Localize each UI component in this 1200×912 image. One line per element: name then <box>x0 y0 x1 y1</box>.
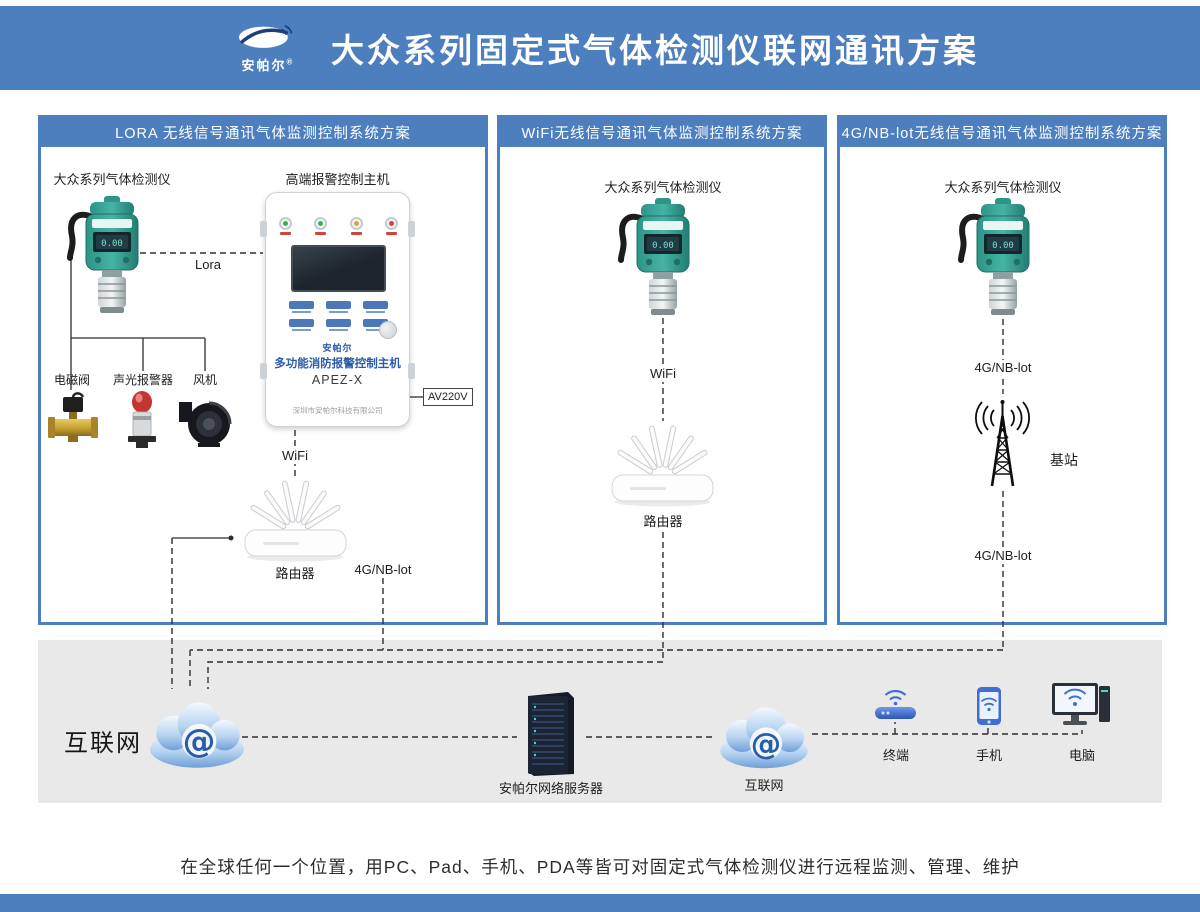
host-buttons <box>289 301 388 331</box>
panel-4g: 4G/NB-lot无线信号通讯气体监测控制系统方案 <box>837 115 1167 625</box>
wifi-label-lora: WiFi <box>272 448 318 465</box>
alarm-control-host: 安帕尔 多功能消防报警控制主机 APEZ-X 深圳市安帕尔科技有限公司 <box>260 192 415 427</box>
host-speaker <box>379 321 397 339</box>
lora-link-label: Lora <box>194 257 222 272</box>
internet-cloud-icon-right <box>714 696 814 772</box>
header-banner: 安帕尔® 大众系列固定式气体检测仪联网通讯方案 <box>0 6 1200 90</box>
host-product-name: 多功能消防报警控制主机 <box>274 358 401 370</box>
panel-wifi-title: WiFi无线信号通讯气体监测控制系统方案 <box>500 118 824 147</box>
cellular-label-lora: 4G/NB-lot <box>354 562 412 577</box>
internet-cloud-icon-left <box>146 689 248 773</box>
base-station-illustration <box>955 396 1050 491</box>
sound-light-alarm-illustration <box>122 388 162 450</box>
pc-label: 电脑 <box>1068 748 1095 763</box>
solenoid-valve-illustration <box>48 390 98 448</box>
host-mount-tab <box>408 363 415 379</box>
host-indicator-leds <box>279 217 398 235</box>
power-label: AV220V <box>423 388 473 407</box>
host-led <box>279 217 292 235</box>
wifi-label-wifi: WiFi <box>640 366 686 383</box>
fan-label: 风机 <box>192 373 217 387</box>
gas-detector-illustration-4g <box>951 194 1055 319</box>
internet-title: 互联网 <box>64 730 142 757</box>
host-screen <box>291 245 386 292</box>
brand-swoosh-icon <box>229 22 307 54</box>
panel-4g-title: 4G/NB-lot无线信号通讯气体监测控制系统方案 <box>840 118 1164 147</box>
cloud-label: 互联网 <box>744 778 784 793</box>
host-led <box>349 217 363 235</box>
router-label-lora: 路由器 <box>275 566 315 581</box>
host-brand-text: 安帕尔 <box>322 343 353 353</box>
phone-icon <box>976 686 1002 726</box>
valve-label: 电磁阀 <box>53 373 90 387</box>
host-company: 深圳市安帕尔科技有限公司 <box>292 406 383 415</box>
brand-logo: 安帕尔® <box>221 22 315 74</box>
host-mount-tab <box>260 221 267 237</box>
server-illustration <box>518 690 584 778</box>
router-illustration-lora <box>233 478 358 563</box>
computer-icon <box>1051 682 1113 730</box>
sound-light-alarm-label: 声光报警器 <box>112 373 173 387</box>
router-illustration-wifi <box>600 423 725 508</box>
host-model: APEZ-X <box>311 373 364 387</box>
detector-label-lora: 大众系列气体检测仪 <box>53 172 171 187</box>
cellular-label-bottom: 4G/NB-lot <box>966 548 1040 565</box>
host-led <box>384 217 398 235</box>
terminal-icon <box>873 690 918 722</box>
cellular-label-top: 4G/NB-lot <box>966 360 1040 377</box>
terminal-label: 终端 <box>882 748 909 763</box>
detector-label-4g: 大众系列气体检测仪 <box>944 180 1062 195</box>
host-mount-tab <box>260 363 267 379</box>
host-label: 高端报警控制主机 <box>285 172 390 187</box>
bottom-bar <box>0 894 1200 912</box>
gas-detector-illustration-wifi <box>611 194 715 319</box>
fan-illustration <box>178 390 232 448</box>
page-title: 大众系列固定式气体检测仪联网通讯方案 <box>331 32 979 69</box>
host-led <box>314 217 328 235</box>
detector-label-wifi: 大众系列气体检测仪 <box>604 180 722 195</box>
gas-detector-illustration-lora <box>60 192 164 317</box>
brand-name: 安帕尔® <box>241 57 295 73</box>
router-label-wifi: 路由器 <box>643 514 683 529</box>
server-label: 安帕尔网络服务器 <box>498 781 603 796</box>
panel-lora-title: LORA 无线信号通讯气体监测控制系统方案 <box>41 118 485 147</box>
host-mount-tab <box>408 221 415 237</box>
base-station-label: 基站 <box>1050 452 1078 468</box>
phone-label: 手机 <box>975 748 1002 763</box>
footer-note: 在全球任何一个位置，用PC、Pad、手机、PDA等皆可对固定式气体检测仪进行远程… <box>180 857 1020 877</box>
